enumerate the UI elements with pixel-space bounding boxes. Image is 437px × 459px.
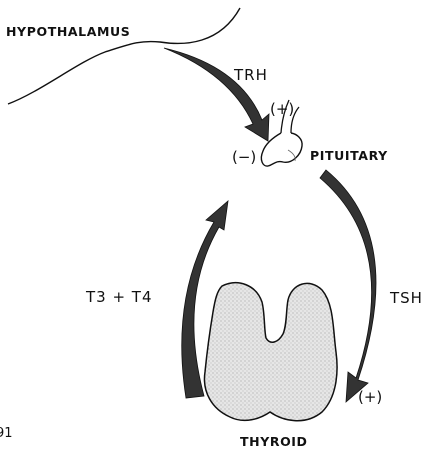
tsh-label: TSH [389,289,423,307]
trh-stimulation-sign: (+) [270,100,294,118]
thyroid-label: THYROID [240,434,308,449]
t3-t4-label: T3 + T4 [85,288,153,306]
figure-number-mark: 91 [0,426,13,441]
thyroid-gland-icon [204,283,337,421]
pituitary-label: PITUITARY [310,148,388,163]
hypothalamus-outline [8,8,240,104]
tsh-stimulation-sign: (+) [358,388,382,406]
trh-label: TRH [233,66,268,84]
trh-arrow [164,48,269,141]
pituitary-feedback-sign: (−) [232,148,256,166]
hypothalamus-label: HYPOTHALAMUS [6,24,130,39]
